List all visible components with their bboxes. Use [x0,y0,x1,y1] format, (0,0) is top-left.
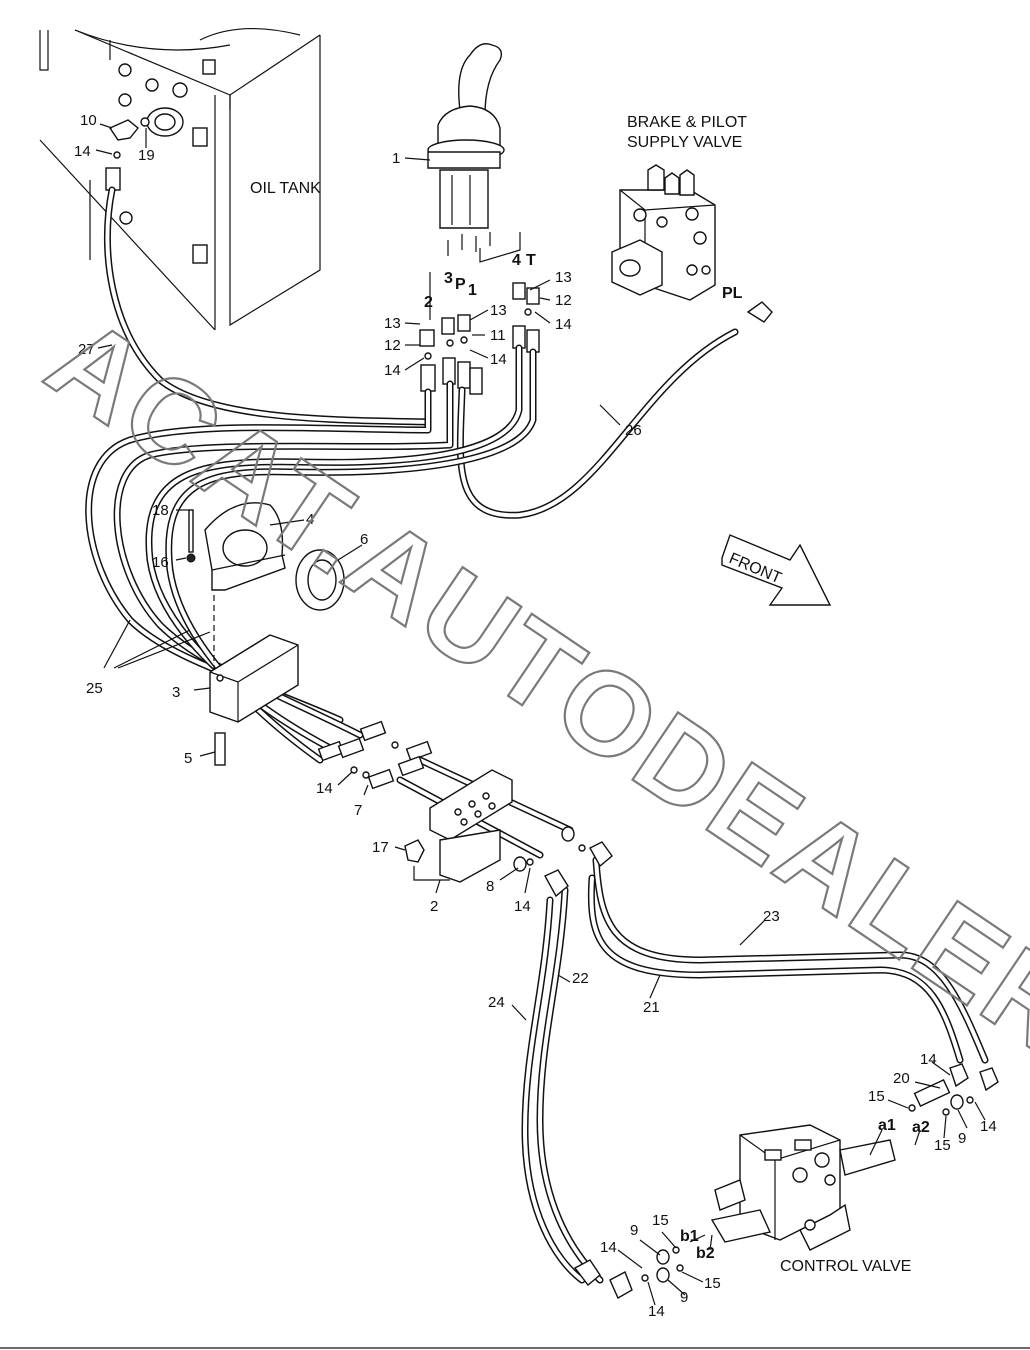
part-number: 4 [306,511,314,528]
part-number: 14 [514,898,531,915]
port-label-b2: b2 [696,1245,715,1262]
part-number: 25 [86,680,103,697]
part-number: 13 [384,315,401,332]
part-number: 23 [763,908,780,925]
port-label-a1: a1 [878,1117,896,1134]
part-number: 14 [920,1051,937,1068]
part-number: 14 [316,780,333,797]
port-label-p: P [455,276,466,293]
port-label-b1: b1 [680,1228,699,1245]
part-number: 6 [360,531,368,548]
brake-valve-caption-2: SUPPLY VALVE [627,134,742,151]
part-number: 13 [555,269,572,286]
oil-tank-caption: OIL TANK [250,180,321,197]
part-number: 14 [490,351,507,368]
port-label-4: 4 [512,252,521,269]
part-number-labels: 10 14 19 1 27 13 12 14 13 11 14 13 12 14… [74,112,997,1320]
control-valve-caption: CONTROL VALVE [780,1258,911,1275]
brake-pilot-valve [611,164,716,301]
part-number: 9 [680,1289,688,1306]
part-number: 26 [625,422,642,439]
part-number: 14 [980,1118,997,1135]
tank-fitting [105,117,150,191]
part-number: 1 [392,150,400,167]
part-number: 13 [490,302,507,319]
part-number: 14 [648,1303,665,1320]
bracket-fittings [317,720,613,898]
joystick [427,43,521,263]
part-number: 14 [74,143,91,160]
port-label-t: T [526,252,536,269]
oil-tank [39,27,321,331]
control-valve [710,1124,896,1251]
part-number: 10 [80,112,97,129]
bracket-3 [209,634,299,766]
part-number: 15 [934,1137,951,1154]
part-number: 21 [643,999,660,1016]
part-number: 18 [152,502,169,519]
part-number: 11 [490,327,506,344]
port-label-pl: PL [722,285,743,302]
part-number: 5 [184,750,192,767]
part-number: 12 [555,292,572,309]
part-number: 9 [630,1222,638,1239]
part-number: 7 [354,802,362,819]
part-number: 19 [138,147,155,164]
part-number: 22 [572,970,589,987]
clamp-parts [186,502,345,680]
part-number: 12 [384,337,401,354]
part-number: 8 [486,878,494,895]
port-label-2: 2 [424,294,433,311]
mount-plate [404,769,513,883]
port-label-3: 3 [444,270,453,287]
part-number: 20 [893,1070,910,1087]
brake-valve-caption-1: BRAKE & PILOT [627,114,747,131]
part-number: 14 [384,362,401,379]
port-label-1: 1 [468,282,477,299]
control-valve-fittings [573,1063,999,1299]
part-number: 14 [555,316,572,333]
part-number: 3 [172,684,180,701]
part-number: 27 [78,341,95,358]
pl-fitting [746,301,773,323]
part-number: 9 [958,1130,966,1147]
part-number: 16 [152,554,169,571]
part-number: 2 [430,898,438,915]
part-number: 15 [652,1212,669,1229]
port-label-a2: a2 [912,1119,930,1136]
leader-lines [95,123,986,1306]
front-arrow: FRONT [721,534,832,606]
part-number: 14 [600,1239,617,1256]
part-number: 15 [704,1275,721,1292]
part-number: 17 [372,839,389,856]
part-number: 15 [868,1088,885,1105]
part-number: 24 [488,994,505,1011]
joystick-fittings [419,282,540,395]
